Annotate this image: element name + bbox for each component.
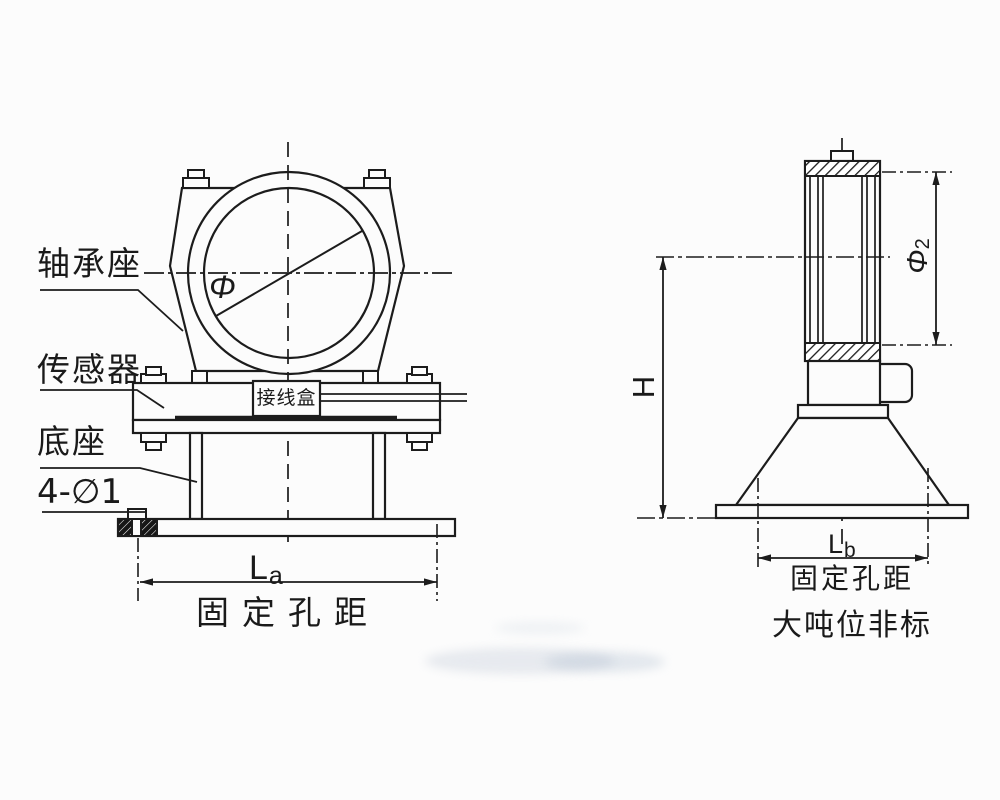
anchor-bolt-head (127, 508, 147, 520)
watermark-smudge-3 (495, 622, 585, 634)
column-bottom-hatch (804, 342, 881, 362)
tonnage-note: 大吨位非标 (772, 609, 932, 642)
housing-top-bolts (182, 169, 391, 189)
left-view (40, 142, 467, 601)
dimension-h (637, 256, 890, 519)
sensor-block-side (806, 359, 882, 407)
leader-lines (40, 289, 198, 513)
housing-foot-left (191, 370, 208, 384)
dimension-phi2 (882, 171, 952, 346)
right-view (637, 138, 970, 568)
support-cone (733, 416, 952, 507)
column-body (803, 159, 882, 363)
base-plate-side (714, 503, 970, 520)
dimension-lb-label: Lb (828, 529, 856, 562)
dimension-lb (757, 468, 929, 568)
dimension-la (137, 524, 438, 601)
base-label: 底座 (37, 423, 107, 460)
sensor-label: 传感器 (37, 351, 142, 388)
watermark-smudge (425, 648, 615, 674)
bore-diameter-line (215, 230, 363, 317)
stand-leg-right (371, 431, 387, 521)
column-wall-lines (809, 176, 876, 343)
cone-top-plate (796, 403, 890, 420)
housing-foot-right (362, 370, 379, 384)
dimension-arrowheads (140, 172, 940, 586)
left-hole-distance-label: 固定孔距 (196, 594, 380, 631)
hole-count-label: 4-∅1 (37, 472, 123, 512)
watermark-smudge-2 (545, 652, 665, 672)
column-top-hatch (804, 160, 881, 177)
sensor-plate-bolts (140, 366, 433, 451)
sensor-plate-lip (131, 418, 442, 435)
top-cap (830, 150, 854, 162)
right-hole-distance-label: 固定孔距 (789, 563, 914, 594)
dimension-la-label: La (249, 549, 283, 590)
junction-box (251, 379, 322, 418)
junction-box-label: 接线盒 (256, 388, 317, 409)
stand-leg-left (188, 431, 204, 521)
bearing-seat-label: 轴承座 (37, 245, 142, 282)
dimension-h-label: H (625, 375, 661, 399)
bore-diameter-symbol: Φ (209, 269, 236, 305)
base-plate (116, 517, 457, 538)
cable-lines (320, 393, 467, 402)
